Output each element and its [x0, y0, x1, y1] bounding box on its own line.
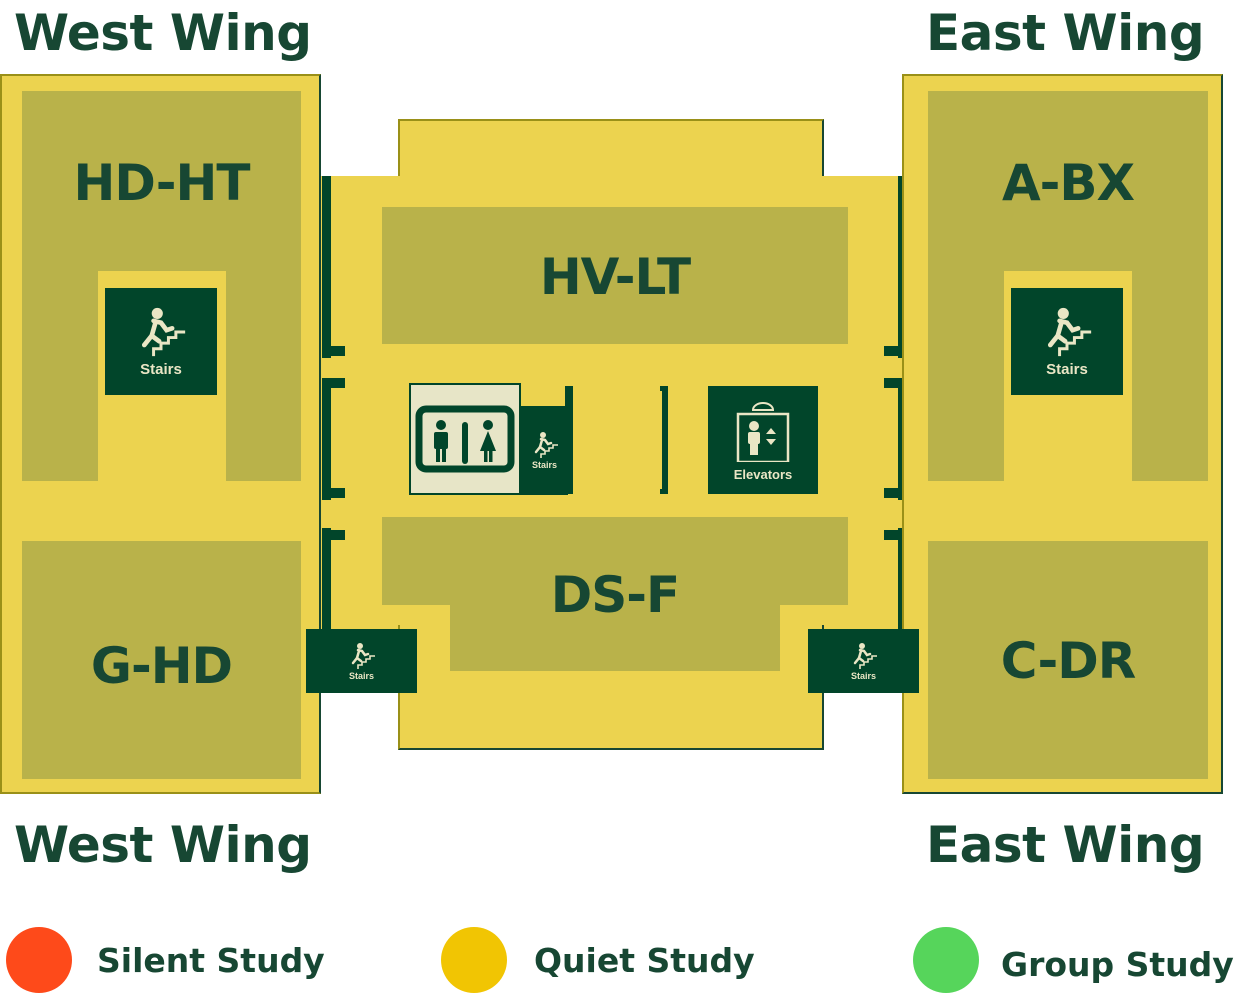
wall-center-divider-foot — [660, 489, 668, 494]
wall-left-middle-head — [322, 378, 345, 388]
legend-label-silent: Silent Study — [97, 941, 325, 980]
west-wing-title-bottom: West Wing — [14, 816, 312, 874]
room-hd-ht-top — [22, 91, 301, 271]
wall-left-middle — [322, 378, 331, 500]
elevators-sign[interactable]: Elevators — [708, 386, 818, 494]
wall-center-divider — [662, 386, 668, 494]
stairs-label: Stairs — [348, 670, 374, 681]
wall-left-middle-foot — [322, 488, 345, 498]
stairs-sign-southwest[interactable]: Stairs — [306, 629, 417, 693]
stairs-icon — [1047, 307, 1092, 357]
room-label: C-DR — [1000, 632, 1137, 690]
legend-label-quiet: Quiet Study — [534, 941, 755, 980]
stairs-label: Stairs — [140, 361, 182, 378]
stairs-icon — [853, 642, 877, 669]
east-wing-title-bottom: East Wing — [926, 816, 1205, 874]
stairs-label: Stairs — [1046, 361, 1088, 378]
quiet-study-dot — [441, 927, 507, 993]
room-a-bx-left — [928, 266, 1004, 481]
room-label: HD-HT — [73, 154, 251, 212]
stairs-icon — [141, 307, 186, 357]
stairs-label: Stairs — [850, 670, 876, 681]
stairs-label: Stairs — [531, 460, 557, 470]
wall-center-divider-head — [660, 386, 668, 391]
legend-label-group: Group Study — [1001, 945, 1234, 984]
room-ds-f-lower — [450, 600, 780, 671]
room-hd-ht-left — [22, 266, 98, 481]
restroom-icon — [415, 405, 515, 473]
room-c-dr[interactable]: C-DR — [928, 541, 1208, 779]
wall-left-lower — [322, 528, 331, 633]
room-label: HV-LT — [539, 248, 691, 306]
elevator-icon — [736, 401, 790, 462]
east-wing-title-top: East Wing — [926, 4, 1205, 62]
wall-left-upper — [322, 176, 331, 358]
room-g-hd[interactable]: G-HD — [22, 541, 301, 779]
west-wing-title-top: West Wing — [14, 4, 312, 62]
wall-stairs-right — [565, 386, 573, 494]
wall-right-middle-foot — [884, 488, 907, 498]
room-ds-f-upper — [382, 517, 848, 605]
stairs-sign-east[interactable]: Stairs — [1011, 288, 1123, 395]
wall-left-upper-foot — [322, 346, 345, 356]
west-wing: HD-HT Stairs G-HD — [0, 74, 321, 794]
wall-left-lower-head — [322, 530, 345, 540]
room-a-bx-right — [1132, 266, 1208, 481]
silent-study-dot — [6, 927, 72, 993]
room-label: DS-F — [550, 566, 680, 624]
room-label: A-BX — [1001, 154, 1135, 212]
wall-right-middle-head — [884, 378, 907, 388]
room-hv-lt[interactable]: HV-LT — [382, 207, 848, 344]
stairs-icon — [351, 642, 375, 669]
room-hd-ht-right — [226, 266, 301, 481]
elevators-label: Elevators — [733, 466, 793, 482]
wall-right-upper-foot — [884, 346, 907, 356]
stairs-sign-southeast[interactable]: Stairs — [808, 629, 919, 693]
room-a-bx-top — [928, 91, 1208, 271]
stairs-sign-west[interactable]: Stairs — [105, 288, 217, 395]
stairs-sign-center[interactable]: Stairs — [521, 406, 568, 495]
wall-right-lower-head — [884, 530, 907, 540]
stairs-icon — [534, 432, 558, 458]
central-top-extension — [398, 119, 824, 179]
room-label: G-HD — [90, 637, 233, 695]
group-study-dot — [913, 927, 979, 993]
east-wing: A-BX Stairs C-DR — [902, 74, 1223, 794]
restroom-sign[interactable] — [409, 383, 521, 495]
